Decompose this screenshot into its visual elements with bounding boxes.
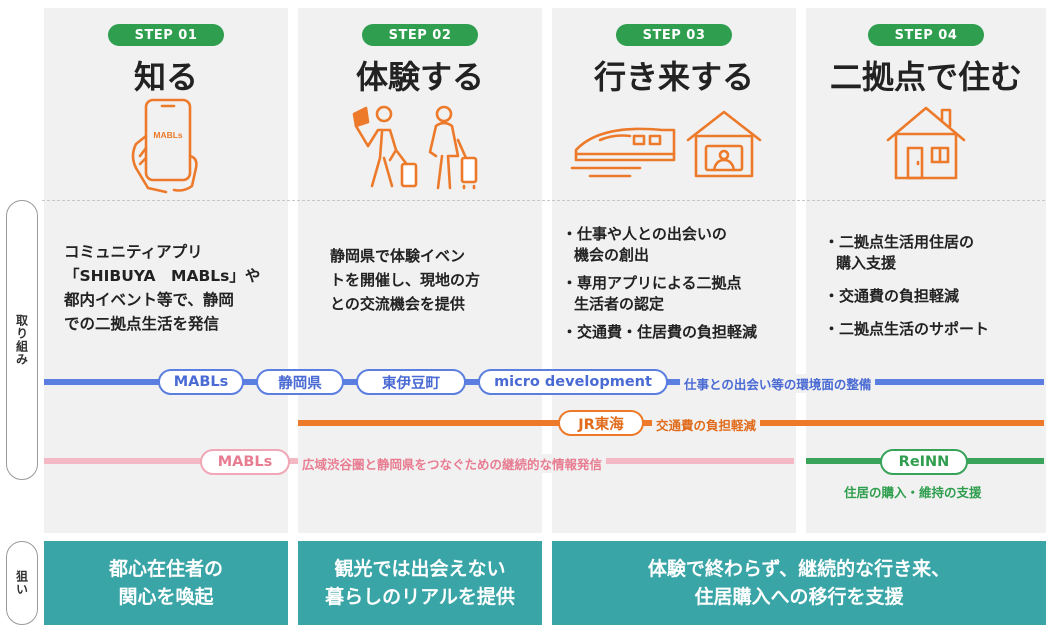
step-badge-2: STEP 02	[362, 24, 478, 46]
orange-band-note: 交通費の負担軽減	[652, 415, 761, 434]
partner-pill-reinn: ReINN	[880, 449, 968, 475]
step-1-line: 「SHIBUYA MABLs」や	[64, 267, 261, 285]
partner-pill-mabls: MABLs	[158, 369, 244, 395]
step-column-1	[44, 8, 288, 533]
step-3-bullets: ・仕事や人との出会いの機会の創出 ・専用アプリによる二拠点生活者の認定 ・交通費…	[562, 224, 794, 350]
actions-side-label-text: 取り組み	[14, 314, 29, 366]
step-1-line: 都内イベント等で、静岡	[64, 291, 234, 309]
blue-band-note: 仕事との出会い等の環境面の整備	[680, 374, 876, 393]
step-2-description: 静岡県で体験イベン トを開催し、現地の方 との交流機会を提供	[330, 244, 530, 316]
goal-box-2: 観光では出会えない暮らしのリアルを提供	[298, 541, 542, 625]
bullet-item: ・二拠点生活のサポート	[824, 320, 990, 338]
step-2-line: 静岡県で体験イベン	[330, 247, 466, 265]
actions-side-label: 取り組み	[6, 200, 38, 480]
step-1-description: コミュニティアプリ 「SHIBUYA MABLs」や 都内イベント等で、静岡 で…	[64, 240, 284, 336]
step-2-line: との交流機会を提供	[330, 295, 465, 313]
smartphone-in-hand-icon: MABLs	[131, 98, 198, 194]
partner-pill-higashiizu: 東伊豆町	[356, 369, 466, 395]
bullet-item: ・交通費・住居費の負担軽減	[562, 323, 758, 341]
step-column-3	[552, 8, 796, 533]
step-title-4: 二拠点で住む	[829, 58, 1022, 96]
travelers-icon	[352, 105, 478, 190]
partner-pill-jr-central: JR東海	[558, 410, 644, 436]
green-band-note: 住居の購入・維持の支援	[844, 485, 982, 500]
home-office-icon	[686, 110, 762, 178]
step-column-2	[298, 8, 542, 533]
step-column-4	[806, 8, 1046, 533]
step-2-line: トを開催し、現地の方	[330, 271, 481, 289]
goal-box-3: 体験で終わらず、継続的な行き来、住居購入への移行を支援	[552, 541, 1046, 625]
step-badge-1: STEP 01	[108, 24, 224, 46]
step-title-2: 体験する	[355, 58, 484, 96]
step-title-1: 知る	[133, 58, 198, 96]
step-badge-3: STEP 03	[616, 24, 732, 46]
step-4-bullets: ・二拠点生活用住居の購入支援 ・交通費の負担軽減 ・二拠点生活のサポート	[824, 232, 1044, 347]
house-icon	[886, 106, 966, 180]
partner-pill-micro-development: micro development	[478, 369, 668, 395]
goal-box-1: 都心在住者の関心を喚起	[44, 541, 288, 625]
partner-pill-shizuoka: 静岡県	[256, 369, 344, 395]
section-divider	[42, 200, 1045, 201]
aims-side-label-text: 狙い	[14, 570, 29, 596]
aims-side-label: 狙い	[6, 541, 38, 625]
phone-screen-label: MABLs	[153, 130, 183, 140]
step-badge-4: STEP 04	[868, 24, 984, 46]
pink-band-note: 広域渋谷圏と静岡県をつなぐための継続的な情報発信	[298, 454, 607, 473]
bullet-item: ・交通費の負担軽減	[824, 287, 960, 305]
partner-pill-mabls-info: MABLs	[200, 449, 290, 475]
bullet-item: ・専用アプリによる二拠点生活者の認定	[562, 274, 742, 313]
step-1-line: コミュニティアプリ	[64, 243, 203, 261]
bullet-item: ・二拠点生活用住居の購入支援	[824, 233, 975, 272]
bullet-train-icon	[570, 127, 676, 178]
bullet-item: ・仕事や人との出会いの機会の創出	[562, 225, 727, 264]
step-title-3: 行き来する	[593, 58, 754, 96]
step-1-line: での二拠点生活を発信	[64, 315, 220, 333]
